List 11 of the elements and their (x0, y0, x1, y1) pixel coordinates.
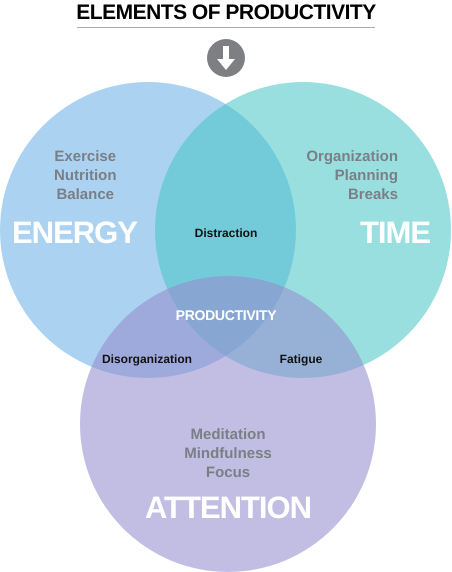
title: ELEMENTS OF PRODUCTIVITY (75, 0, 377, 26)
center-label: PRODUCTIVITY (176, 307, 276, 323)
overlap-label: Fatigue (280, 352, 322, 366)
factor-list: Meditation Mindfulness Focus (184, 425, 272, 482)
circle-heading: TIME (360, 215, 430, 251)
circle-heading: ENERGY (12, 215, 137, 251)
factor-list: Organization Planning Breaks (306, 147, 398, 204)
overlap-label: Distraction (194, 226, 258, 240)
circle-heading: ATTENTION (144, 490, 312, 526)
factor-list: Exercise Nutrition Balance (54, 147, 116, 204)
overlap-label: Disorganization (102, 352, 192, 366)
